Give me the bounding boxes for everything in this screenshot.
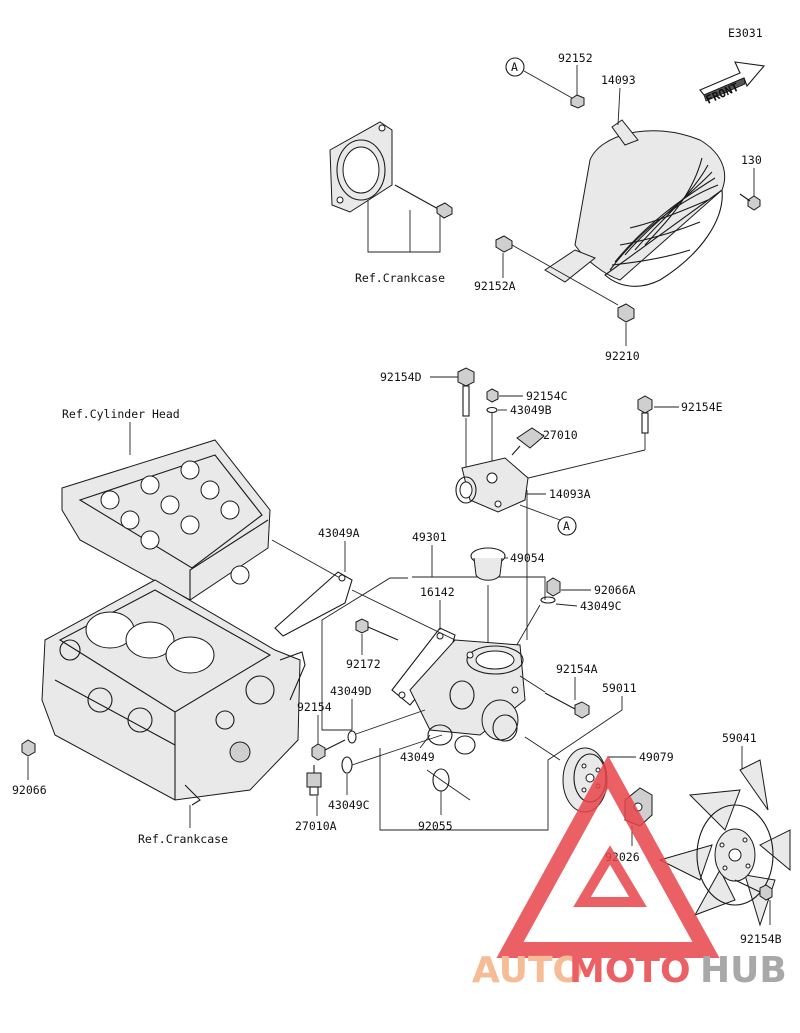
bolt-92154E [637, 395, 653, 434]
cooling-fan-59041 [658, 759, 791, 927]
label-43049B: 43049B [510, 403, 552, 417]
label-43049C-bottom: 43049C [328, 798, 370, 812]
label-43049A: 43049A [318, 526, 360, 540]
sensor-27010A [306, 765, 322, 796]
bolt-92154A [544, 692, 590, 719]
label-92152A: 92152A [474, 279, 516, 293]
cylinder-head [61, 439, 271, 601]
ref-crankcase-bottom: Ref.Crankcase [138, 832, 228, 846]
label-49054: 49054 [510, 551, 545, 565]
label-92172: 92172 [346, 657, 381, 671]
label-92154E: 92154E [681, 400, 723, 414]
svg-text:A: A [563, 519, 570, 533]
automotohub-watermark-logo: AUTO MOTO HUB [472, 755, 787, 991]
svg-text:A: A [511, 60, 518, 74]
label-92210: 92210 [605, 349, 640, 363]
label-43049: 43049 [400, 750, 435, 764]
label-43049C-top: 43049C [580, 599, 622, 613]
label-92066: 92066 [12, 783, 47, 797]
bolt-92154B [734, 879, 773, 901]
label-14093A: 14093A [549, 487, 591, 501]
gasket-43049A [274, 571, 353, 637]
label-92154D: 92154D [380, 370, 422, 384]
label-43049D: 43049D [330, 684, 372, 698]
crankcase-bracket-top [329, 121, 513, 253]
watermark-hub: HUB [700, 950, 787, 991]
ref-crankcase-top: Ref.Crankcase [355, 271, 445, 285]
label-59011: 59011 [602, 681, 637, 695]
watermark-moto: MOTO [569, 950, 691, 991]
plug-92066A [546, 577, 561, 597]
thermostat-housing-14093A [455, 457, 529, 513]
label-92154C: 92154C [526, 389, 568, 403]
label-92055: 92055 [418, 819, 453, 833]
label-92066A: 92066A [594, 583, 636, 597]
label-49301: 49301 [412, 530, 447, 544]
nut-92210 [617, 303, 635, 323]
label-92154B: 92154B [740, 932, 782, 946]
bolt-92154D [457, 367, 475, 417]
label-92154A: 92154A [556, 662, 598, 676]
label-14093: 14093 [601, 73, 636, 87]
label-130: 130 [741, 153, 762, 167]
label-16142: 16142 [420, 585, 455, 599]
label-92152: 92152 [558, 51, 593, 65]
ref-crankcase-top-bracket [367, 200, 441, 253]
callout-a-bottom: A [519, 504, 577, 536]
diagram-code: E3031 [728, 26, 763, 40]
fan-shroud-14093 [544, 119, 726, 287]
bolt-92154C [486, 388, 499, 403]
bolt-92172 [355, 618, 399, 641]
crankcase-block [41, 579, 306, 806]
sensor-27010 [511, 427, 545, 456]
thermostat-49054 [470, 547, 506, 581]
front-arrow-icon: FRONT [699, 61, 766, 107]
plug-92066 [21, 739, 36, 757]
watermark-auto: AUTO [472, 950, 583, 991]
front-label: FRONT [704, 80, 741, 107]
label-59041: 59041 [722, 731, 757, 745]
bolt-130 [739, 193, 761, 211]
water-pump-housing [409, 639, 526, 755]
nut-92152 [570, 94, 585, 109]
callout-a-top: A [505, 57, 573, 99]
label-92154: 92154 [297, 700, 332, 714]
label-27010: 27010 [543, 428, 578, 442]
ref-cylinder-head: Ref.Cylinder Head [62, 407, 180, 421]
label-49079: 49079 [639, 750, 674, 764]
seal-43049C-bottom [341, 756, 353, 774]
label-27010A: 27010A [295, 819, 337, 833]
bolt-92154 [311, 739, 346, 761]
